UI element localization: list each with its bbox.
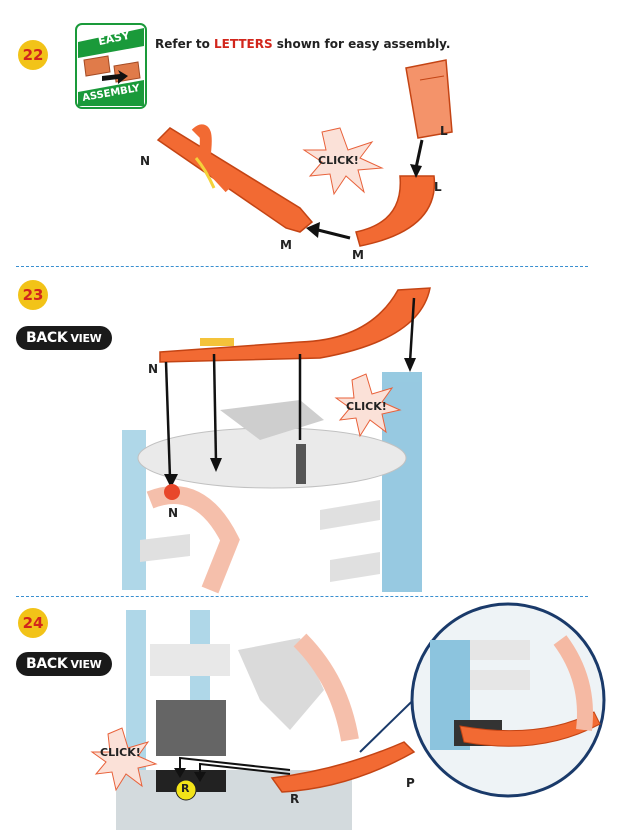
step-number: 22 [22,46,44,64]
zoom-callout [359,602,606,798]
connector-r-marker [175,779,197,801]
step-24-badge: 24 [18,608,48,638]
track-piece-l-top [405,59,453,139]
back-label: BACK [26,656,68,672]
tower-structure [122,372,422,594]
step-number: 23 [22,286,44,304]
track-piece-top-23 [159,287,431,363]
divider [16,596,588,597]
step-number: 24 [22,614,44,632]
letter-n: N [140,154,151,168]
letter-l: L [434,180,442,194]
track-piece-nm [156,124,314,233]
click-label: CLICK! [346,400,387,413]
click-burst-icon [302,127,384,196]
track-piece-curve-lm [355,175,436,247]
letter-l: L [440,124,448,138]
click-burst-icon [334,373,402,438]
letter-r: R [181,782,190,795]
click-label: CLICK! [100,746,141,759]
arrow-left-icon [306,222,351,240]
instruction-highlight: LETTERS [214,37,273,51]
track-piece-p [270,741,416,793]
click-label: CLICK! [318,154,359,167]
arrow-down-icon [410,139,424,178]
back-label: BACK [26,330,68,346]
tower-structure-24 [116,610,359,830]
letter-m: M [280,238,292,252]
arrows-left-24 [174,756,291,782]
easy-assembly-icon [75,23,147,109]
click-burst-icon [90,727,158,792]
instruction-suffix: shown for easy assembly. [276,37,451,51]
letter-p: P [406,776,415,790]
step-22-badge: 22 [18,40,48,70]
connector-n-marker [164,484,180,500]
letter-n: N [148,362,159,376]
letter-r: R [290,792,300,806]
divider [16,266,588,267]
letter-m: M [352,248,364,262]
view-label: VIEW [70,657,102,671]
step-23-badge: 23 [18,280,48,310]
instruction-prefix: Refer to [155,37,210,51]
instruction-text: Refer to LETTERS shown for easy assembly… [155,37,450,51]
easy-assembly-badge: EASY ASSEMBLY [74,22,148,110]
letter-n: N [168,506,179,520]
arrows-down-23 [164,297,416,488]
view-label: VIEW [70,331,102,345]
